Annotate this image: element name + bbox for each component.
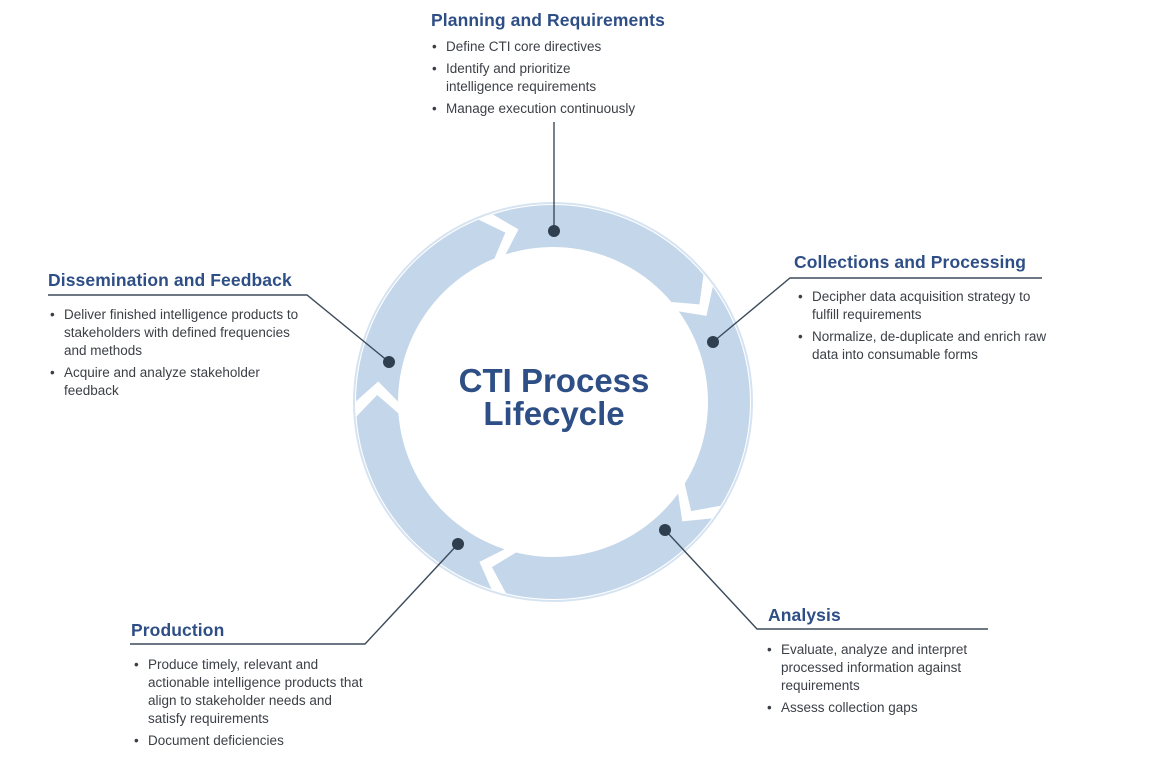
bullet-item: Assess collection gaps bbox=[766, 699, 991, 717]
lifecycle-ring bbox=[353, 202, 753, 602]
stage-dots bbox=[383, 225, 719, 550]
dot-production bbox=[452, 538, 464, 550]
bullet-item: Identify and prioritize intelligence req… bbox=[431, 60, 631, 96]
ring-segment-collections bbox=[678, 286, 750, 512]
ring-segment-dissemination bbox=[356, 219, 506, 402]
stage-planning: Planning and Requirements Define CTI cor… bbox=[431, 10, 711, 122]
bullet-item: Evaluate, analyze and interpret processe… bbox=[766, 641, 996, 695]
bullet-list-collections: Decipher data acquisition strategy to fu… bbox=[797, 288, 1047, 364]
connector-collections bbox=[712, 277, 1042, 343]
bullet-list-planning: Define CTI core directives Identify and … bbox=[431, 38, 711, 118]
connector-production bbox=[130, 543, 459, 645]
stage-analysis: Analysis Evaluate, analyze and interpret… bbox=[766, 605, 1008, 721]
stage-title-dissemination: Dissemination and Feedback bbox=[48, 270, 292, 290]
bullet-item: Manage execution continuously bbox=[431, 100, 711, 118]
dot-collections bbox=[707, 336, 719, 348]
ring-segment-planning bbox=[492, 205, 704, 305]
stage-title-planning: Planning and Requirements bbox=[431, 10, 665, 30]
ring-segment-analysis bbox=[491, 493, 712, 599]
stage-title-collections: Collections and Processing bbox=[794, 252, 1027, 272]
ring-segment-production bbox=[356, 394, 505, 590]
dot-dissemination bbox=[383, 356, 395, 368]
bullet-item: Define CTI core directives bbox=[431, 38, 711, 56]
bullet-item: Decipher data acquisition strategy to fu… bbox=[797, 288, 1047, 324]
bullet-item: Normalize, de-duplicate and enrich raw d… bbox=[797, 328, 1052, 364]
stage-title-production: Production bbox=[131, 620, 225, 640]
dot-planning bbox=[548, 225, 560, 237]
stage-collections: Collections and Processing Decipher data… bbox=[794, 252, 1054, 368]
ring-outer-edge bbox=[353, 202, 753, 602]
dot-analysis bbox=[659, 524, 671, 536]
center-title-line2: Lifecycle bbox=[483, 395, 625, 432]
connector-dissemination bbox=[48, 294, 390, 363]
center-title-line1: CTI Process bbox=[458, 362, 650, 399]
bullet-item: Deliver finished intelligence products t… bbox=[49, 306, 304, 360]
center-title: CTI Process Lifecycle bbox=[404, 364, 704, 430]
stage-dissemination: Dissemination and Feedback Deliver finis… bbox=[48, 270, 328, 404]
bullet-item: Acquire and analyze stakeholder feedback bbox=[49, 364, 294, 400]
bullet-list-production: Produce timely, relevant and actionable … bbox=[133, 656, 368, 750]
connector-lines bbox=[48, 122, 1042, 645]
stage-title-analysis: Analysis bbox=[768, 605, 841, 625]
bullet-list-dissemination: Deliver finished intelligence products t… bbox=[49, 306, 299, 400]
stage-production: Production Produce timely, relevant and … bbox=[131, 620, 381, 754]
bullet-list-analysis: Evaluate, analyze and interpret processe… bbox=[766, 641, 991, 717]
connector-analysis bbox=[664, 529, 988, 630]
bullet-item: Produce timely, relevant and actionable … bbox=[133, 656, 370, 728]
bullet-item: Document deficiencies bbox=[133, 732, 368, 750]
